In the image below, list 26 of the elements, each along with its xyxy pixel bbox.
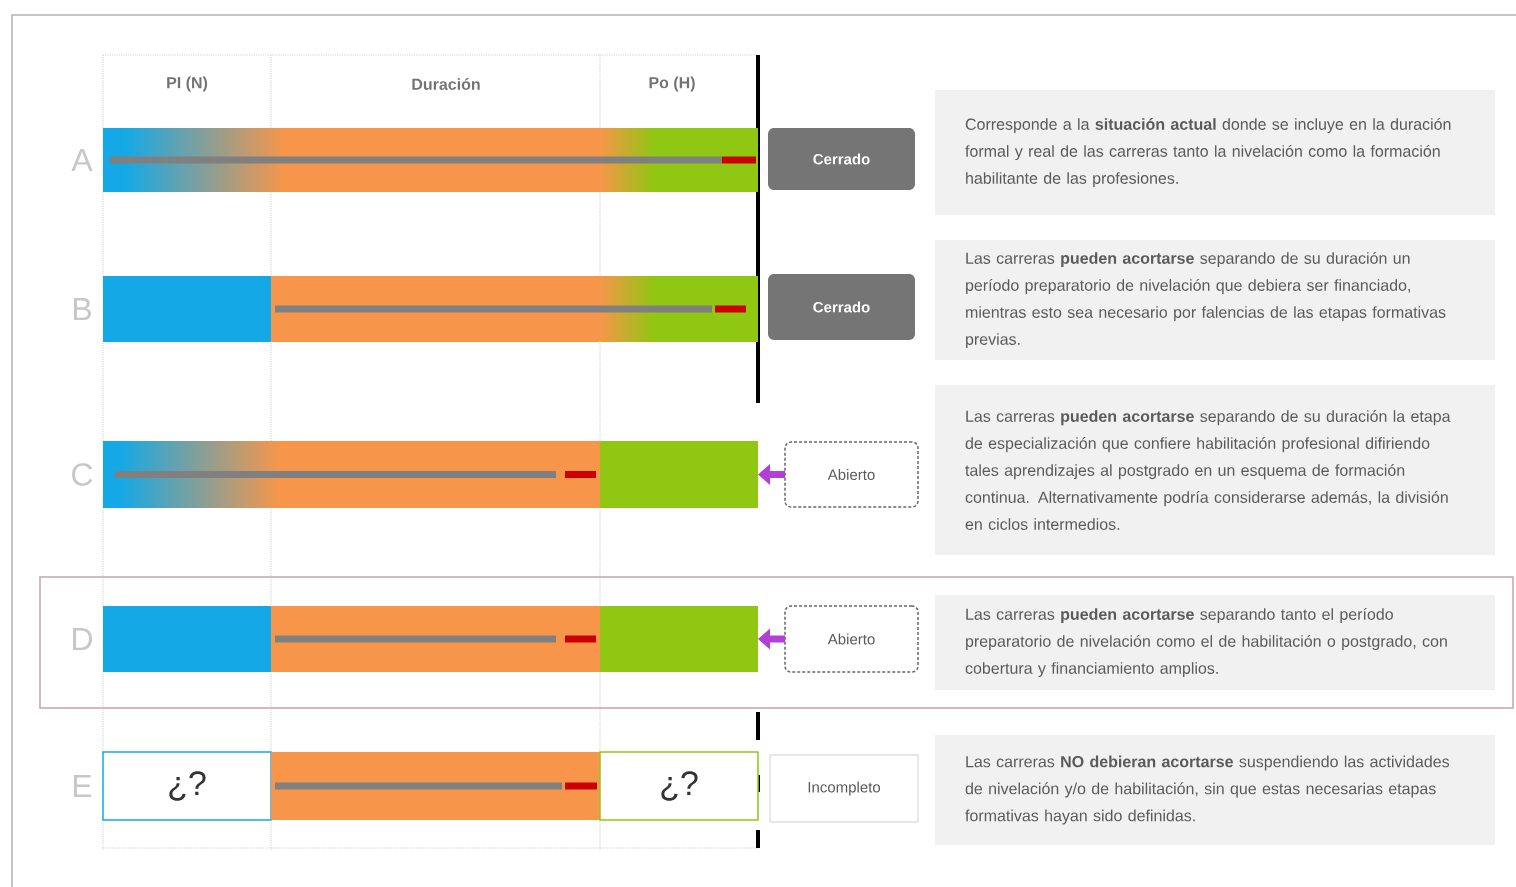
row-letter: C [72,463,93,486]
column-header: Duración [412,78,480,90]
row-letter: A [71,149,93,171]
status-box: Cerrado [768,274,915,340]
status-box: Abierto [784,441,919,508]
status-box: Abierto [784,605,919,673]
timeline-bar [103,128,758,192]
timeline-bar [103,276,758,342]
status-box: Incompleto [769,754,919,823]
row-letter: B [73,298,91,320]
column-header: PI (N) [167,76,208,92]
row-letter: D [73,628,93,650]
description-box: Las carreras pueden acortarse separando tanto el período preparatorio de nivelación como el de habilitación o postgrado, con cobertura y financiamiento amplios. [935,595,1495,690]
timeline-bar [103,441,758,508]
highlight-frame [39,576,1514,709]
row-letter: E [73,775,92,797]
status-box: Cerrado [768,128,915,190]
description-box: Las carreras NO debieran acortarse suspendiendo las actividades de nivelación y/o de habilitación, sin que estas necesarias etapas formativas hayan sido definidas. [935,735,1495,845]
column-header: Po (H) [649,76,695,92]
description-box: Las carreras pueden acortarse separando de su duración un período preparatorio de nivelación que debiera ser financiado, mientras esto sea necesario por falencias de las etapas formativas previas. [935,240,1495,360]
timeline-bar [103,606,758,672]
timeline-bar [271,752,600,820]
unknown-segment: ¿? [102,751,272,821]
description-box: Corresponde a la situación actual donde se incluye en la duración formal y real de las carreras tanto la nivelación como la formación habilitante de las profesiones. [935,90,1495,215]
unknown-segment: ¿? [599,751,759,821]
description-box: Las carreras pueden acortarse separando de su duración la etapa de especialización que confiere habilitación profesional difiriendo tales aprendizajes al postgrado en un esquema de formación continua. Alternativamente podría considerarse además, la división en ciclos intermedios. [935,385,1495,555]
